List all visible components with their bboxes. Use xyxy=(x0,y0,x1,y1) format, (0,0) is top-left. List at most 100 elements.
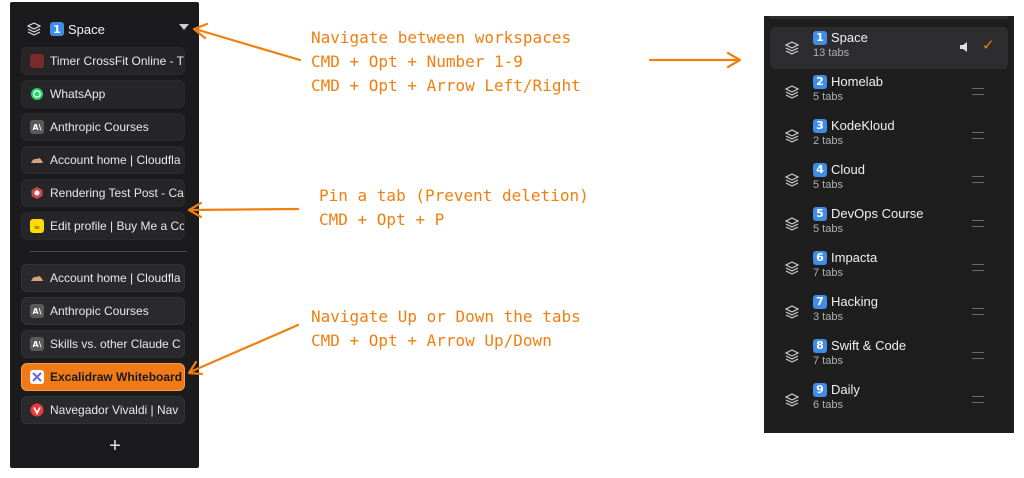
workspace-tab-count: 5 tabs xyxy=(813,179,843,191)
excalidraw-favicon-icon xyxy=(30,370,44,384)
drag-handle-icon[interactable] xyxy=(972,220,984,227)
checkmark-icon: ✓ xyxy=(982,37,995,54)
tab-title: Navegador Vivaldi | Nav xyxy=(50,403,179,417)
workspace-layers-icon xyxy=(784,349,800,363)
annotation-line: CMD + Opt + Number 1-9 xyxy=(311,52,523,71)
workspace-layers-icon xyxy=(784,173,800,187)
workspace-layers-icon xyxy=(784,261,800,275)
tab[interactable]: Navegador Vivaldi | Nav xyxy=(21,396,185,424)
buymeacoffee-favicon-icon: ☕ xyxy=(30,219,44,233)
tab[interactable]: Account home | Cloudfla xyxy=(21,264,185,292)
workspace-layers-icon xyxy=(784,305,800,319)
annotation-line: CMD + Opt + P xyxy=(319,210,445,229)
workspace-tab-count: 7 tabs xyxy=(813,267,843,279)
tab-title: Account home | Cloudfla xyxy=(50,153,181,167)
drag-handle-icon[interactable] xyxy=(972,132,984,139)
tab-title: Excalidraw Whiteboard xyxy=(50,370,183,384)
tab-title: WhatsApp xyxy=(50,87,106,101)
workspace-tab-count: 5 tabs xyxy=(813,223,843,235)
anthropic-favicon-icon: A\ xyxy=(30,120,44,134)
drag-handle-icon[interactable] xyxy=(972,88,984,95)
arrow-to-active-tab xyxy=(188,323,300,374)
tab-title: Rendering Test Post - Ca xyxy=(50,186,184,200)
drag-handle-icon[interactable] xyxy=(972,264,984,271)
annotation-line: Pin a tab (Prevent deletion) xyxy=(319,186,589,205)
annotation-line: Navigate between workspaces xyxy=(311,28,572,47)
arrow-to-pinned-tab xyxy=(188,207,300,212)
annotation-updown: Navigate Up or Down the tabs CMD + Opt +… xyxy=(311,305,581,353)
tab[interactable]: A\ Anthropic Courses xyxy=(21,297,185,325)
annotation-workspaces: Navigate between workspaces CMD + Opt + … xyxy=(311,26,581,98)
speaker-icon xyxy=(960,42,967,52)
tab-title: Skills vs. other Claude C xyxy=(50,337,181,351)
workspace-layers-icon xyxy=(26,22,42,36)
workspace-layers-icon xyxy=(784,217,800,231)
chevron-down-icon[interactable] xyxy=(179,24,189,30)
workspace-tab-count: 2 tabs xyxy=(813,135,843,147)
workspace-tab-count: 13 tabs xyxy=(813,47,850,59)
menu-top-edge xyxy=(770,16,1008,19)
pinned-tab[interactable]: A\ Anthropic Courses xyxy=(21,113,185,141)
pinned-tab[interactable]: Rendering Test Post - Ca xyxy=(21,179,185,207)
anthropic-favicon-icon: A\ xyxy=(30,304,44,318)
pinned-tab[interactable]: Timer CrossFit Online - T xyxy=(21,47,185,75)
workspace-layers-icon xyxy=(784,41,800,55)
cloudflare-favicon-icon xyxy=(31,158,43,163)
annotation-line: CMD + Opt + Arrow Up/Down xyxy=(311,331,552,350)
workspace-tab-count: 5 tabs xyxy=(813,91,843,103)
hugo-favicon-icon xyxy=(31,187,43,199)
drag-handle-icon[interactable] xyxy=(972,352,984,359)
tab-active[interactable]: Excalidraw Whiteboard xyxy=(21,363,185,391)
pinned-tab[interactable]: WhatsApp xyxy=(21,80,185,108)
workspace-tab-count: 6 tabs xyxy=(813,399,843,411)
annotation-pin: Pin a tab (Prevent deletion) CMD + Opt +… xyxy=(319,184,589,232)
tab-title: Anthropic Courses xyxy=(50,120,149,134)
arrow-to-workspace-switcher xyxy=(193,27,302,62)
pinned-divider xyxy=(30,251,187,252)
workspace-layers-icon xyxy=(784,129,800,143)
tab-title: Edit profile | Buy Me a Co xyxy=(50,219,184,233)
drag-handle-icon[interactable] xyxy=(972,176,984,183)
tab-title: Account home | Cloudfla xyxy=(50,271,181,285)
drag-handle-icon[interactable] xyxy=(972,396,984,403)
pinned-tab[interactable]: Account home | Cloudfla xyxy=(21,146,185,174)
workspace-tab-count: 3 tabs xyxy=(813,311,843,323)
pinned-tab[interactable]: ☕ Edit profile | Buy Me a Co xyxy=(21,212,185,240)
timer-favicon-icon xyxy=(30,54,44,68)
vivaldi-favicon-icon xyxy=(30,403,44,417)
anthropic-favicon-icon: A\ xyxy=(30,337,44,351)
workspace-layers-icon xyxy=(784,393,800,407)
workspace-number-badge: 1 xyxy=(50,22,64,36)
annotation-line: Navigate Up or Down the tabs xyxy=(311,307,581,326)
tab-title: Timer CrossFit Online - T xyxy=(50,54,184,68)
tab[interactable]: A\ Skills vs. other Claude C xyxy=(21,330,185,358)
workspace-tab-count: 7 tabs xyxy=(813,355,843,367)
new-tab-button[interactable]: + xyxy=(109,435,121,457)
tab-sidebar: 1 Space Timer CrossFit Online - T WhatsA… xyxy=(10,2,199,468)
annotation-line: CMD + Opt + Arrow Left/Right xyxy=(311,76,581,95)
workspace-layers-icon xyxy=(784,85,800,99)
whatsapp-favicon-icon xyxy=(31,88,43,100)
cloudflare-favicon-icon xyxy=(31,276,43,281)
drag-handle-icon[interactable] xyxy=(972,308,984,315)
workspace-switcher[interactable]: 1 Space xyxy=(26,17,191,41)
